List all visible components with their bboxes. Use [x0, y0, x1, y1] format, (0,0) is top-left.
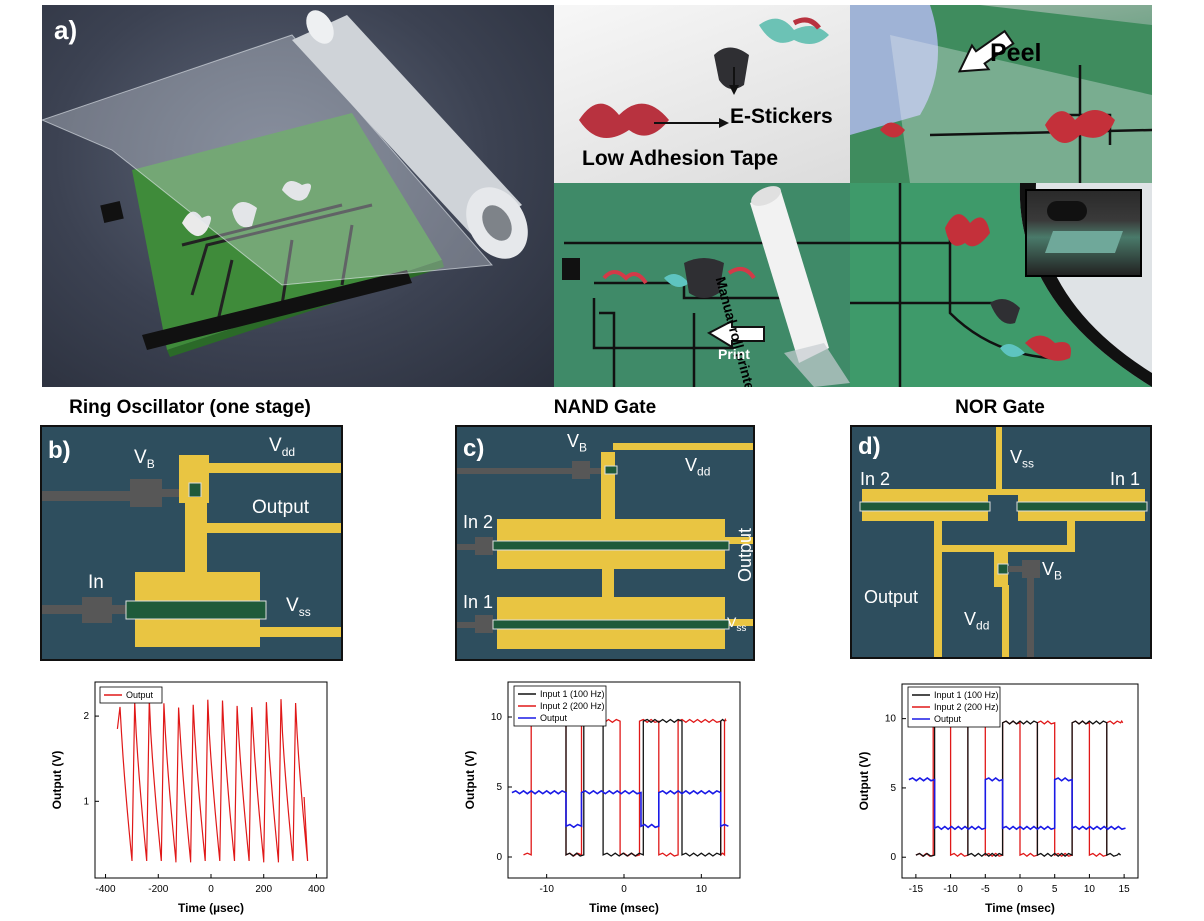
legend-entry: Output [934, 714, 962, 724]
printer-scene [554, 183, 850, 387]
vss-label: Vss [1010, 447, 1035, 471]
x-tick-label: -10 [943, 884, 958, 895]
roller-cylinder [750, 186, 850, 387]
nor-gate-layout [859, 427, 1148, 657]
e-stickers-on-tape [579, 17, 829, 138]
vb-label: VB [567, 431, 588, 455]
title-nand-gate: NAND Gate [553, 397, 657, 418]
panel-c-nand-gate: c) VB Vdd In 2 In 1 Output Vss [455, 425, 755, 661]
low-adhesion-tape-label: Low Adhesion Tape [582, 147, 779, 170]
x-tick-label: 15 [1119, 884, 1131, 895]
x-tick-label: 200 [255, 884, 272, 895]
panel-d-nor-gate: d) Vss In 2 In 1 Output Vdd VB [850, 425, 1152, 659]
x-axis-label: Time (µsec) [178, 901, 244, 915]
photo-manual-roll-printer: Manual roll printer Print [554, 183, 850, 387]
x-tick-label: 5 [1052, 884, 1058, 895]
legend-entry: Input 2 (200 Hz) [934, 702, 999, 712]
title-nor-gate: NOR Gate [955, 397, 1045, 418]
output-label: Output [864, 587, 919, 607]
legend: Input 1 (100 Hz) Input 2 (200 Hz) Output [513, 685, 607, 727]
y-tick-label: 0 [496, 852, 502, 863]
x-tick-label: 0 [621, 884, 627, 895]
in2-label: In 2 [860, 469, 891, 489]
panel-a-label: a) [54, 15, 78, 45]
output-label: Output [735, 527, 755, 582]
vdd-label: Vdd [269, 435, 296, 459]
y-tick-label: 2 [83, 711, 89, 722]
peel-label: Peel [990, 39, 1042, 67]
photo-peel: Peel [850, 5, 1152, 183]
in1-label: In 1 [1110, 469, 1141, 489]
legend: Input 1 (100 Hz) Input 2 (200 Hz) Output [907, 686, 1001, 728]
vdd-label: Vdd [964, 609, 990, 633]
x-tick-label: 0 [208, 884, 214, 895]
print-label: Print [718, 346, 750, 362]
vb-label: VB [1042, 559, 1063, 583]
series-line [511, 789, 729, 829]
inset-photo-printer [1025, 189, 1142, 277]
x-tick-label: -5 [981, 884, 990, 895]
legend-entry: Output [126, 690, 154, 700]
y-tick-label: 5 [496, 782, 502, 793]
x-tick-label: 10 [696, 884, 708, 895]
y-axis-label: Output (V) [463, 751, 477, 810]
y-tick-label: 5 [890, 783, 896, 794]
x-tick-label: -10 [539, 884, 554, 895]
vss-label: Vss [727, 614, 747, 634]
series-line [116, 699, 309, 863]
in1-label: In 1 [463, 592, 494, 612]
legend-entry: Input 1 (100 Hz) [934, 690, 999, 700]
y-axis-label: Output (V) [857, 752, 871, 811]
peel-scene [850, 5, 1152, 183]
panel-c-label: c) [463, 435, 485, 462]
x-axis-label: Time (msec) [589, 901, 659, 915]
roll-printing-illustration [42, 10, 528, 357]
x-tick-label: -200 [148, 884, 168, 895]
legend: Output [99, 686, 163, 704]
in-label: In [88, 572, 104, 593]
title-ring-oscillator: Ring Oscillator (one stage) [69, 397, 311, 418]
x-axis-label: Time (msec) [985, 901, 1055, 915]
y-tick-label: 10 [491, 712, 503, 723]
x-tick-label: -15 [909, 884, 924, 895]
e-stickers-label: E-Stickers [730, 105, 833, 128]
y-tick-label: 0 [890, 852, 896, 863]
panel-b-ring-oscillator: b) VB Vdd Output In Vss [40, 425, 343, 661]
nand-gate-layout [457, 443, 753, 649]
series-line [915, 719, 1124, 858]
roller [292, 10, 528, 259]
in2-label: In 2 [463, 512, 494, 532]
photo-low-adhesion-tape: E-Stickers Low Adhesion Tape [554, 5, 850, 183]
legend-entry: Output [540, 713, 568, 723]
panel-d-label: d) [858, 433, 881, 460]
x-tick-label: 10 [1084, 884, 1096, 895]
vss-label: Vss [286, 595, 311, 619]
y-axis-label: Output (V) [50, 751, 64, 810]
legend-entry: Input 1 (100 Hz) [540, 689, 605, 699]
ring-oscillator-layout [42, 455, 341, 647]
vb-label: VB [134, 447, 155, 471]
series-line [908, 776, 1126, 831]
legend-box [99, 686, 163, 704]
x-tick-label: 400 [308, 884, 325, 895]
y-tick-label: 1 [83, 796, 89, 807]
output-label: Output [252, 497, 310, 518]
x-tick-label: -400 [96, 884, 116, 895]
x-tick-label: 0 [1017, 884, 1023, 895]
vdd-label: Vdd [685, 455, 711, 479]
y-tick-label: 10 [885, 714, 897, 725]
panel-b-label: b) [48, 437, 71, 464]
legend-entry: Input 2 (200 Hz) [540, 701, 605, 711]
panel-a-render: a) [42, 5, 554, 387]
photo-flexible-circuit [850, 183, 1152, 387]
